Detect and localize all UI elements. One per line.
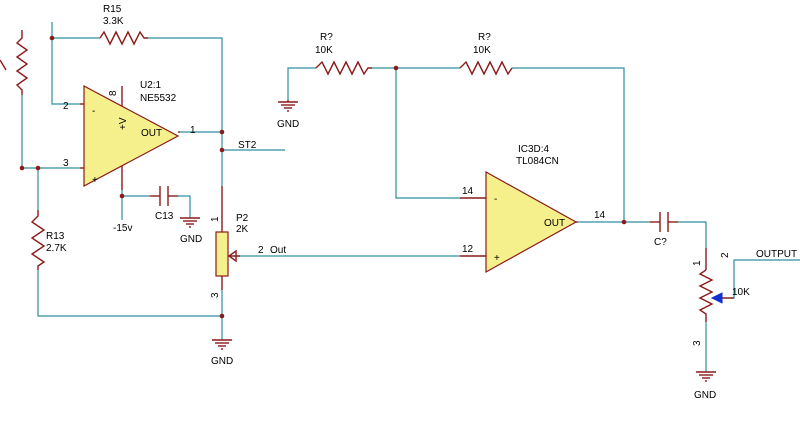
ic3-sym-plus: + [494,253,500,264]
vol-pin1: 1 [692,260,703,266]
c-out-ref: C? [654,237,667,248]
resistor-left-stub [0,59,7,71]
resistor-r-in: R? 10K [315,32,372,76]
neg15-label: -15v [113,223,132,234]
gnd-c13: GND [180,217,202,245]
net-output: OUTPUT [756,249,797,260]
ic3-pin-out: 14 [594,210,606,221]
u2-sym-v: +V [118,117,129,130]
junction [35,165,41,171]
opamp-u2: - + +V OUT 2 3 1 8 U2:1 NE5532 [63,80,196,190]
junction [219,313,225,319]
resistor-r-fb: R? 10K [459,32,513,76]
junction [49,35,55,41]
c13-ref: C13 [155,211,174,222]
r-in-ref: R? [320,32,333,43]
potentiometer-p2: 1 3 2 P2 2K Out [210,186,286,298]
r-in-value: 10K [315,45,333,56]
u2-pin-plus: 3 [63,158,69,169]
gnd-output-label: GND [694,390,716,401]
junction [393,65,399,71]
vol-pin2: 2 [720,252,731,258]
neg15-supply: -15v [113,223,132,234]
left-wires [21,22,460,340]
p2-pin2: 2 [258,245,264,256]
u2-pin-minus: 2 [63,101,69,112]
opamp-ic3d: - + OUT 14 12 14 IC3D:4 TL084CN [460,144,606,274]
wiper-arrow-icon [710,292,723,304]
gnd-r-in-label: GND [277,119,299,130]
r15-value: 3.3K [103,16,124,27]
p2-value: 2K [236,224,249,235]
ic3-pin-minus: 14 [462,186,474,197]
r-fb-value: 10K [473,45,491,56]
ic3-pin-plus: 12 [462,244,474,255]
ic3-sym-minus: - [494,194,497,205]
junction [219,129,225,135]
p2-net-out: Out [270,245,286,256]
ic3-part: TL084CN [516,156,559,167]
p2-pin1: 1 [210,216,221,222]
junction [219,147,225,153]
u2-sym-minus: - [92,106,95,117]
junction [119,193,125,199]
u2-part: NE5532 [140,93,177,104]
p2-pin3: 3 [210,292,221,298]
resistor-r13: R13 2.7K [30,210,67,270]
junction [621,219,627,225]
vol-pin3: 3 [692,340,703,346]
u2-pin-out: 1 [190,125,196,136]
gnd-output: GND [694,371,716,401]
resistor-r15: R15 3.3K [99,4,148,46]
junctions [19,35,627,319]
gnd-r-in: GND [277,100,299,130]
r13-ref: R13 [46,231,65,242]
resistor-left-partial [15,30,29,95]
ic3-sym-out: OUT [544,218,565,229]
capacitor-c13: C13 [150,186,178,222]
gnd-main-label: GND [211,356,233,367]
capacitor-c-out: C? [650,212,678,248]
r-fb-ref: R? [478,32,491,43]
r15-ref: R15 [103,4,122,15]
gnd-c13-label: GND [180,234,202,245]
gnd-main: GND [211,339,233,367]
p2-ref: P2 [236,213,249,224]
junction [19,165,25,171]
vol-value: 10K [732,287,750,298]
potentiometer-10k: 1 3 2 10K [692,248,750,346]
net-st2: ST2 [238,140,257,151]
u2-sym-plus: + [92,175,98,186]
u2-ref: U2:1 [140,80,162,91]
u2-sym-out: OUT [141,128,162,139]
u2-pin-v: 8 [108,90,119,96]
r13-value: 2.7K [46,243,67,254]
ic3-ref: IC3D:4 [518,144,550,155]
